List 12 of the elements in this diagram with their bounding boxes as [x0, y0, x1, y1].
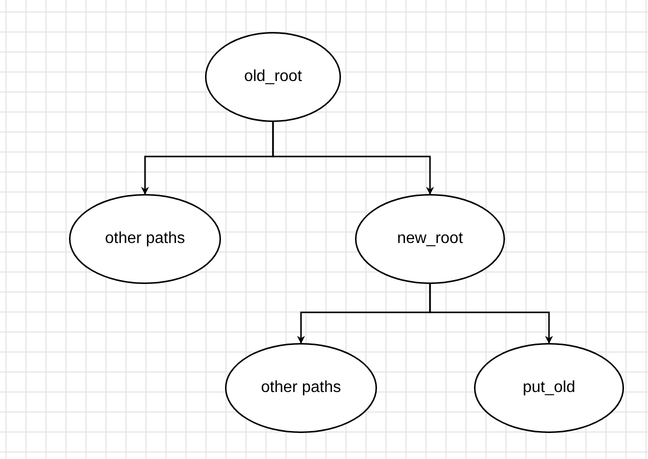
ellipse-node: [205, 32, 341, 122]
arrow: [272, 122, 434, 195]
ellipse-node: [355, 194, 505, 284]
arrow: [429, 284, 553, 344]
node-label: put_old: [522, 379, 576, 397]
ellipse-node: [474, 343, 624, 433]
ellipse-node: [69, 194, 221, 284]
ellipse-node: [225, 343, 377, 433]
node-label: old_root: [244, 68, 302, 86]
node-label: other paths: [260, 379, 342, 397]
node-label: new_root: [397, 230, 463, 248]
node-label: other paths: [104, 230, 186, 248]
